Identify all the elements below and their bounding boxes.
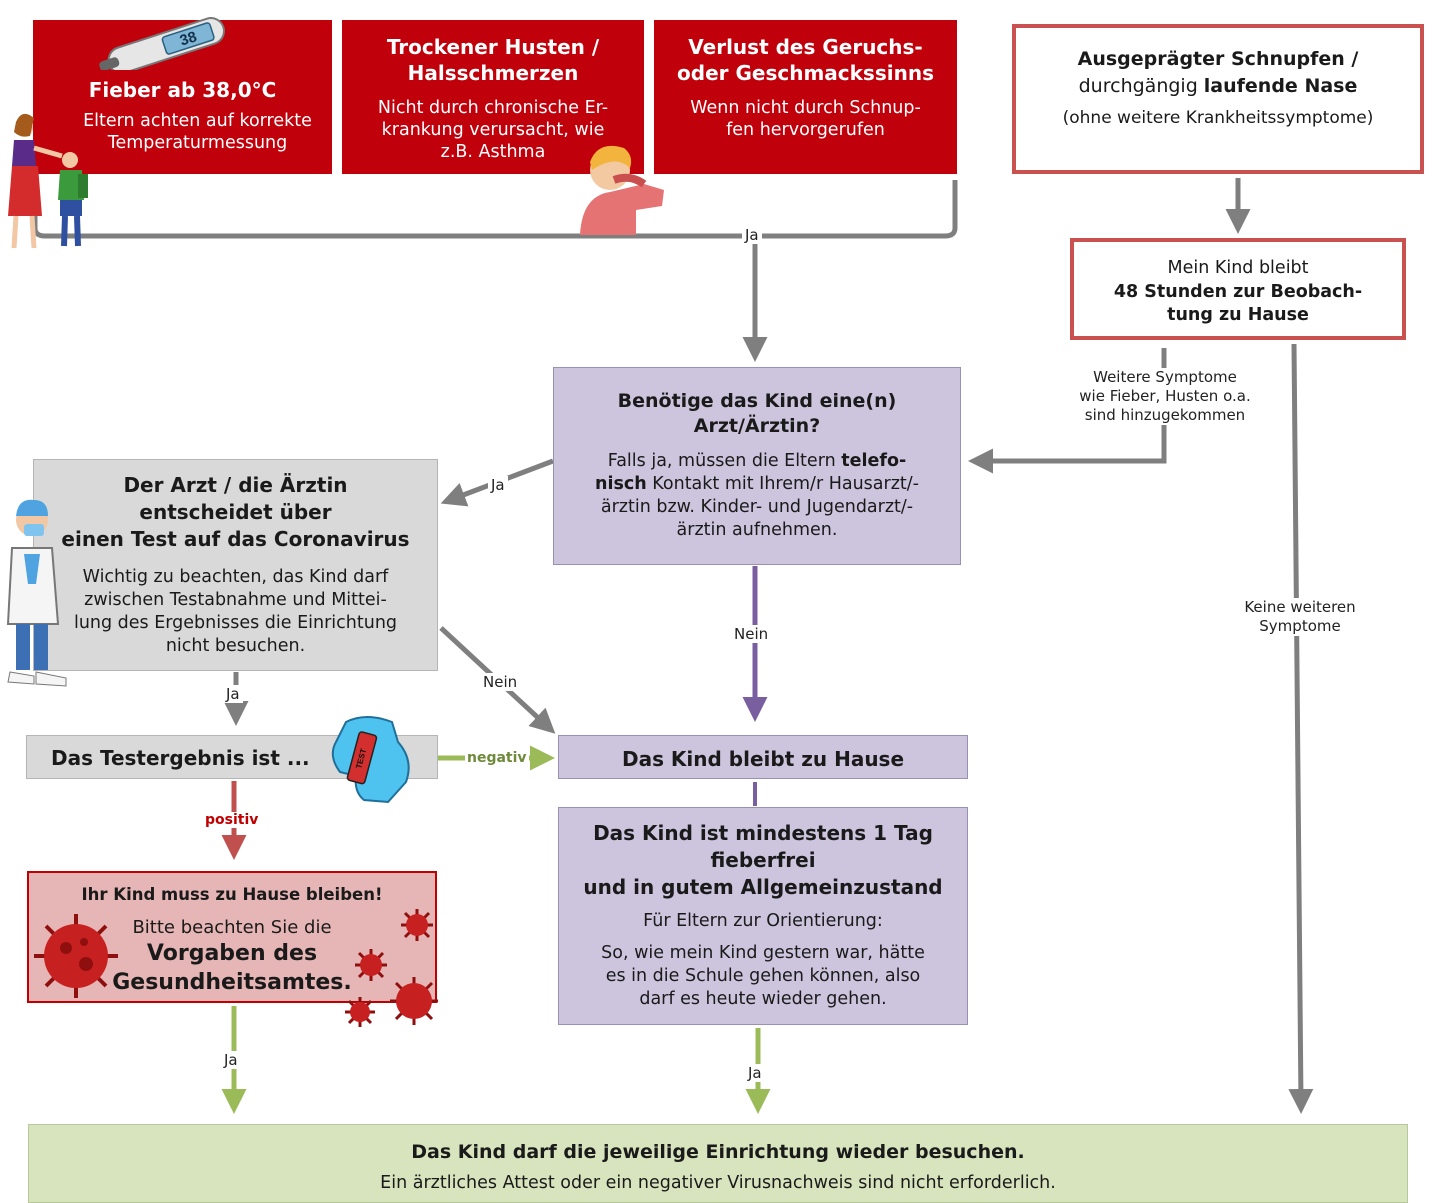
- observation-line3: tung zu Hause: [1167, 305, 1309, 325]
- doctor-question-text: Falls ja, müssen die Eltern telefo- nisc…: [568, 450, 946, 542]
- label-ja-doctor: Ja: [488, 476, 508, 494]
- smell-title-line1: Verlust des Geruchs-: [688, 35, 923, 59]
- doctor-question-text-l1: Falls ja, müssen die Eltern telefo-: [568, 450, 946, 473]
- symptom-fever-box: Fieber ab 38,0°C Eltern achten auf korre…: [33, 20, 332, 174]
- label-ja-left-bottom: Ja: [221, 1051, 241, 1069]
- virus-icon-small-2: [355, 949, 387, 981]
- observation-box: Mein Kind bleibt 48 Stunden zur Beobach-…: [1070, 238, 1406, 340]
- dq-text-c: ärztin bzw. Kinder- und Jugendarzt/-: [600, 497, 914, 517]
- dq-text-bold2: nisch: [595, 474, 647, 494]
- must-stay-line3: Vorgaben des: [146, 941, 318, 966]
- doctor-decides-title1: Der Arzt / die Ärztin: [123, 473, 348, 497]
- smell-text-line2: fen hervorgerufen: [726, 120, 885, 140]
- test-glove-icon: TEST: [331, 716, 410, 804]
- doctor-decides-title2: entscheidet über: [139, 500, 332, 524]
- dq-text-a: Falls ja, müssen die Eltern: [607, 451, 842, 471]
- dq-text-bold1: telefo-: [841, 451, 907, 471]
- label-ja-top: Ja: [742, 226, 762, 244]
- observation-line2: 48 Stunden zur Beobach-: [1113, 282, 1363, 302]
- symptom-smell-box: Verlust des Geruchs- oder Geschmackssinn…: [654, 20, 957, 174]
- must-stay-title: Ihr Kind muss zu Hause bleiben!: [81, 885, 383, 904]
- cough-text-line1: Nicht durch chronische Er-: [377, 98, 609, 118]
- final-text: Ein ärztliches Attest oder ein negativer…: [380, 1173, 1056, 1193]
- doctor-decides-text2: zwischen Testabnahme und Mittei-: [84, 590, 387, 610]
- symptom-cough-box: Trockener Husten / Halsschmerzen Nicht d…: [342, 20, 644, 174]
- label-positiv: positiv: [203, 812, 261, 828]
- virus-icon-small-3: [345, 997, 375, 1027]
- doctor-decides-title3: einen Test auf das Coronavirus: [61, 527, 410, 551]
- cough-title-line1: Trockener Husten /: [386, 35, 600, 59]
- final-box: Das Kind darf die jeweilige Einrichtung …: [28, 1124, 1408, 1203]
- doctor-question-box: Benötige das Kind eine(n) Arzt/Ärztin? F…: [553, 367, 961, 565]
- label-ja-test: Ja: [223, 685, 243, 703]
- fever-free-title1: Das Kind ist mindestens 1 Tag: [593, 821, 933, 845]
- coughing-child-illustration: [580, 145, 664, 235]
- stays-home-box: Das Kind bleibt zu Hause: [558, 735, 968, 779]
- label-more-symptoms: Weitere Symptome wie Fieber, Husten o.a.…: [1060, 368, 1270, 425]
- doctor-illustration: [6, 499, 67, 687]
- doctor-question-title2: Arzt/Ärztin?: [693, 415, 821, 437]
- runny-nose-line2-normal: durchgängig: [1078, 75, 1204, 97]
- doctor-question-title1: Benötige das Kind eine(n): [617, 390, 897, 412]
- parent-child-illustration: [8, 113, 88, 249]
- smell-title-line2: oder Geschmackssinns: [677, 61, 934, 85]
- runny-nose-line3: (ohne weitere Krankheitssymptome): [1062, 108, 1374, 128]
- label-nein-mid: Nein: [731, 625, 772, 643]
- more-symptoms-line1: Weitere Symptome: [1093, 368, 1237, 386]
- fever-free-note: Für Eltern zur Orientierung:: [643, 911, 883, 931]
- label-nein-diagonal: Nein: [480, 673, 521, 691]
- runny-nose-box: Ausgeprägter Schnupfen / durchgängig lau…: [1012, 24, 1424, 174]
- runny-nose-title: Ausgeprägter Schnupfen /: [1077, 48, 1359, 70]
- virus-icon-medium: [390, 977, 438, 1025]
- dq-text-d: ärztin aufnehmen.: [676, 520, 838, 540]
- fever-title: Fieber ab 38,0°C: [88, 78, 277, 102]
- doctor-decides-text3: lung des Ergebnisses die Einrichtung: [73, 613, 398, 633]
- symptoms-bracket: [32, 180, 958, 239]
- observation-line1: Mein Kind bleibt: [1167, 258, 1309, 278]
- fever-free-box: Das Kind ist mindestens 1 Tag fieberfrei…: [558, 807, 968, 1025]
- virus-icon-large: [34, 914, 118, 998]
- smell-text-line1: Wenn nicht durch Schnup-: [690, 98, 921, 118]
- more-symptoms-line2: wie Fieber, Husten o.a.: [1079, 387, 1251, 405]
- doctor-decides-box: Der Arzt / die Ärztin entscheidet über e…: [33, 459, 438, 671]
- fever-free-title2: fieberfrei: [710, 848, 816, 872]
- cough-title-line2: Halsschmerzen: [407, 61, 579, 85]
- runny-nose-line2-bold: laufende Nase: [1203, 75, 1358, 97]
- label-no-more-symptoms: Keine weiteren Symptome: [1220, 598, 1380, 636]
- label-negativ: negativ: [465, 750, 529, 766]
- arrow-no-more-symptoms: [1288, 343, 1314, 1114]
- no-more-line1: Keine weiteren: [1244, 598, 1356, 616]
- doctor-decides-text4: nicht besuchen.: [165, 636, 306, 656]
- runny-nose-line2: durchgängig laufende Nase: [1016, 75, 1420, 97]
- fever-free-title3: und in gutem Allgemeinzustand: [583, 875, 943, 899]
- cough-text-line2: krankung verursacht, wie: [381, 120, 605, 140]
- dq-text-b: Kontakt mit Ihrem/r Hausarzt/-: [646, 474, 919, 494]
- must-stay-line4: Gesundheitsamtes.: [112, 970, 352, 995]
- fever-text: Eltern achten auf korrekte Temperaturmes…: [83, 111, 312, 153]
- fever-free-text3: darf es heute wieder gehen.: [639, 989, 887, 1009]
- stays-home-label: Das Kind bleibt zu Hause: [621, 747, 905, 771]
- doctor-question-text-l2: nisch Kontakt mit Ihrem/r Hausarzt/-: [568, 473, 946, 496]
- must-stay-line2: Bitte beachten Sie die: [132, 917, 332, 938]
- fever-free-text2: es in die Schule gehen können, also: [605, 966, 921, 986]
- doctor-decides-text1: Wichtig zu beachten, das Kind darf: [82, 567, 389, 587]
- no-more-line2: Symptome: [1259, 617, 1341, 635]
- thermometer-value: 38: [178, 28, 199, 49]
- final-title: Das Kind darf die jeweilige Einrichtung …: [411, 1141, 1025, 1163]
- fever-free-text1: So, wie mein Kind gestern war, hätte: [601, 943, 925, 963]
- thermometer-icon: 38: [99, 17, 226, 70]
- virus-icon-small-1: [401, 909, 433, 941]
- cough-text-line3: z.B. Asthma: [440, 142, 546, 162]
- label-ja-mid-bottom: Ja: [745, 1064, 765, 1082]
- more-symptoms-line3: sind hinzugekommen: [1084, 406, 1246, 424]
- test-result-label: Das Testergebnis ist ...: [51, 746, 310, 770]
